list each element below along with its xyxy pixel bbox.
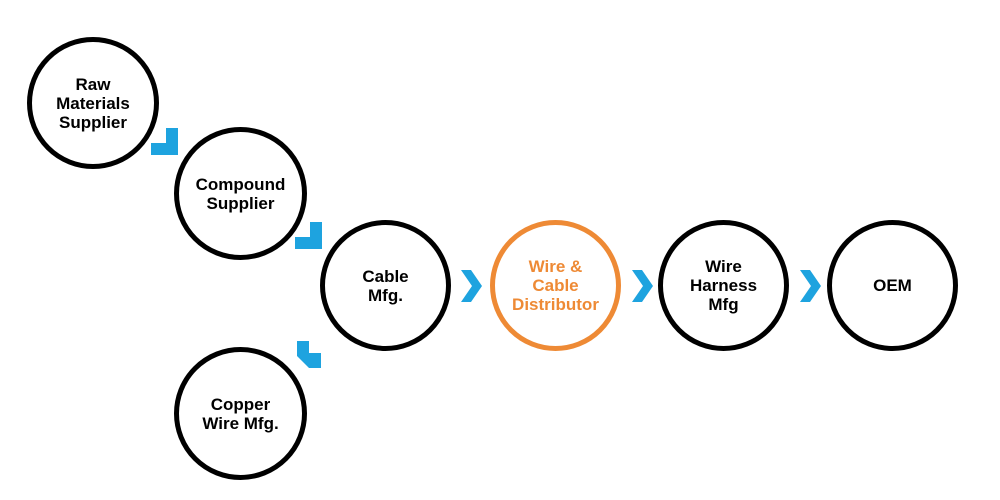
node-label-harness: Wire Harness Mfg — [689, 257, 758, 314]
node-copper-wire-mfg: Copper Wire Mfg. — [174, 347, 307, 480]
chevron-icon-distributor-to-harness — [632, 270, 653, 302]
node-wire-harness-mfg: Wire Harness Mfg — [658, 220, 789, 351]
node-label-oem: OEM — [873, 276, 912, 295]
node-cable-mfg: Cable Mfg. — [320, 220, 451, 351]
chevron-icon-compound-to-cable — [295, 222, 322, 249]
chevron-icon-raw-to-compound — [151, 128, 178, 155]
node-label-cable: Cable Mfg. — [362, 266, 409, 305]
node-label-distributor: Wire & Cable Distributor — [512, 257, 599, 314]
chevron-icon-cable-to-distributor — [461, 270, 482, 302]
node-label-copper: Copper Wire Mfg. — [202, 394, 279, 433]
chevron-icon-harness-to-oem — [800, 270, 821, 302]
node-raw-materials-supplier: Raw Materials Supplier — [27, 37, 159, 169]
node-compound-supplier: Compound Supplier — [174, 127, 307, 260]
node-label-raw-materials: Raw Materials Supplier — [56, 74, 130, 132]
node-label-compound: Compound Supplier — [195, 174, 286, 213]
chevron-icon-copper-to-cable — [297, 341, 321, 368]
node-oem: OEM — [827, 220, 958, 351]
node-wire-cable-distributor: Wire & Cable Distributor — [490, 220, 621, 351]
